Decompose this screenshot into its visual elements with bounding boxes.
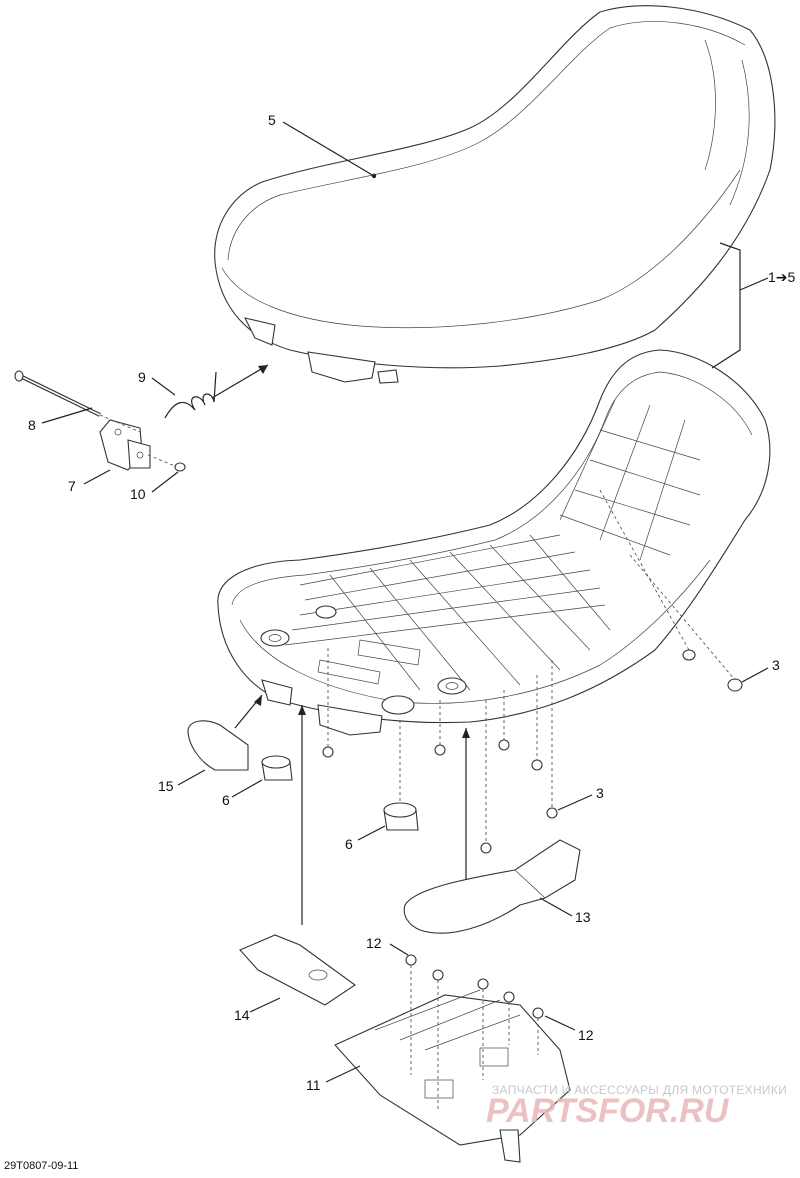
grommet-part-6-upper — [261, 755, 293, 781]
watermark-brand: PARTSFOR.RU — [486, 1092, 729, 1130]
grommet-part-6-lower — [383, 802, 419, 831]
callout-labels: 1➔5 5 9 8 7 10 3 15 6 3 6 13 12 14 12 11 — [28, 112, 796, 1093]
callout-5: 5 — [268, 112, 276, 128]
callout-12-left: 12 — [366, 935, 382, 951]
bolt-part-8 — [14, 370, 101, 417]
heat-shield-part-13 — [403, 839, 581, 934]
watermark-caption: ЗАПЧАСТИ И АКСЕССУАРЫ ДЛЯ МОТОТЕХНИКИ — [492, 1083, 788, 1097]
spring-part-9 — [164, 371, 217, 419]
leader-lines — [41, 121, 769, 1083]
assembly-guide-lines — [99, 364, 736, 1110]
skid-plate-part-11 — [334, 989, 571, 1163]
callout-6-lower: 6 — [345, 836, 353, 852]
diagram-code: 29T0807-09-11 — [4, 1160, 79, 1172]
callout-8: 8 — [28, 417, 36, 433]
callout-11: 11 — [306, 1077, 321, 1093]
callout-13: 13 — [575, 909, 591, 925]
pad-part-15 — [187, 720, 249, 771]
seat-base-frame — [217, 349, 771, 736]
callout-9: 9 — [138, 369, 146, 385]
callout-10: 10 — [130, 486, 146, 502]
callout-7: 7 — [68, 478, 76, 494]
arrow-heads — [254, 365, 470, 738]
callout-14: 14 — [234, 1007, 250, 1023]
callout-3-lower: 3 — [596, 785, 604, 801]
callout-12-right: 12 — [578, 1027, 594, 1043]
callout-3-right: 3 — [772, 657, 780, 673]
callout-15: 15 — [158, 778, 174, 794]
callout-6-upper: 6 — [222, 792, 230, 808]
seat-cushion — [214, 5, 776, 384]
nut-part-10 — [174, 462, 186, 472]
plate-part-14 — [239, 934, 356, 1006]
bracket-part-7 — [99, 419, 151, 471]
callout-1-5: 1➔5 — [768, 269, 796, 285]
assembly-bracket-line — [711, 242, 769, 369]
